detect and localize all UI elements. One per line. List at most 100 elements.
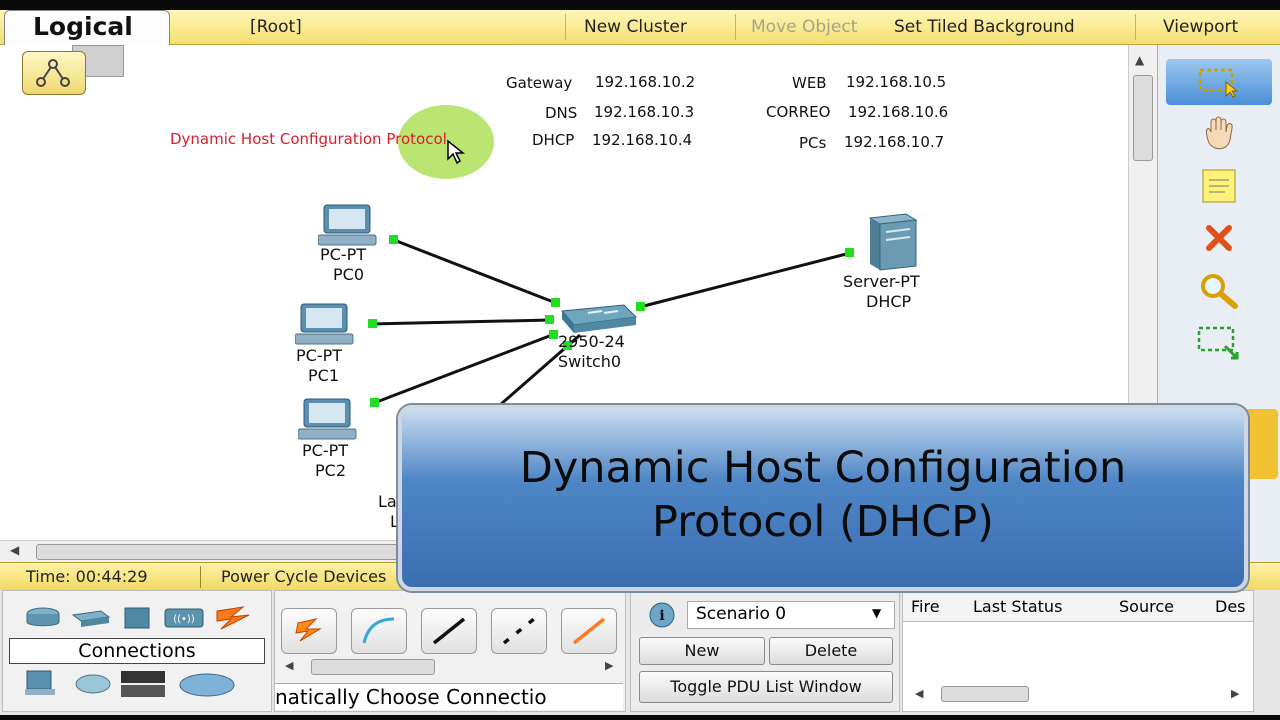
viewport-button[interactable]: Viewport bbox=[1163, 17, 1239, 37]
pdu-scroll-thumb[interactable] bbox=[941, 686, 1029, 702]
delete-scenario-button[interactable]: Delete bbox=[769, 637, 893, 665]
fiber-cable-button[interactable] bbox=[561, 608, 617, 654]
svg-text:i: i bbox=[659, 608, 664, 624]
hand-icon bbox=[1206, 116, 1233, 150]
col-fire[interactable]: Fire bbox=[911, 597, 940, 616]
new-cluster-button[interactable]: New Cluster bbox=[584, 17, 687, 37]
dhcp-label[interactable]: DHCP bbox=[532, 131, 575, 149]
straight-cable-button[interactable] bbox=[421, 608, 477, 654]
banner-line-2: Protocol (DHCP) bbox=[652, 497, 994, 547]
info-icon[interactable]: i bbox=[645, 601, 679, 629]
root-path[interactable]: [Root] bbox=[250, 17, 302, 37]
logical-tab-label: Logical bbox=[33, 12, 133, 41]
move-object-button[interactable]: Move Object bbox=[751, 17, 858, 37]
web-ip[interactable]: 192.168.10.5 bbox=[846, 73, 947, 91]
hub-icon[interactable] bbox=[121, 605, 153, 631]
select-icon bbox=[1198, 68, 1239, 98]
cable-scroll-right-icon[interactable]: ▶ bbox=[605, 659, 614, 672]
pc0-icon[interactable] bbox=[317, 203, 378, 247]
cable-scroll-thumb[interactable] bbox=[311, 659, 435, 675]
network-links bbox=[368, 235, 854, 407]
gateway-label[interactable]: Gateway bbox=[506, 74, 573, 92]
custom-device-icon[interactable] bbox=[119, 667, 167, 701]
svg-text:((•)): ((•)) bbox=[173, 614, 195, 625]
switch0-model: 2950-24 bbox=[558, 332, 625, 351]
correo-ip[interactable]: 192.168.10.6 bbox=[848, 103, 949, 121]
pc1-model: PC-PT bbox=[296, 346, 343, 365]
console-cable-icon bbox=[362, 617, 395, 644]
move-layout-tool[interactable] bbox=[1166, 111, 1272, 157]
wireless-icon[interactable]: ((•)) bbox=[163, 605, 205, 631]
delete-tool[interactable] bbox=[1166, 215, 1272, 261]
pdu-scroll-right-icon[interactable]: ▶ bbox=[1231, 687, 1240, 700]
crossover-cable-button[interactable] bbox=[491, 608, 547, 654]
mouse-pointer-icon bbox=[447, 139, 466, 165]
resize-icon bbox=[1197, 326, 1239, 360]
dns-label[interactable]: DNS bbox=[545, 104, 578, 122]
end-devices-icon[interactable] bbox=[23, 669, 63, 699]
power-cycle-devices-button[interactable]: Power Cycle Devices bbox=[221, 567, 387, 586]
router-icon[interactable] bbox=[23, 605, 63, 631]
pc2-icon[interactable] bbox=[297, 397, 358, 441]
place-note-tool[interactable] bbox=[1166, 163, 1272, 209]
bottom-panels: ((•)) Connections ◀ ▶ natically Choose C… bbox=[0, 590, 1280, 715]
chevron-down-icon: ▼ bbox=[872, 606, 882, 620]
time-display: Time: 00:44:29 bbox=[26, 567, 148, 586]
server-icon[interactable] bbox=[866, 210, 920, 272]
auto-cable-button[interactable] bbox=[281, 608, 337, 654]
wan-cloud-icon[interactable] bbox=[73, 673, 113, 695]
vertical-scroll-thumb[interactable] bbox=[1133, 75, 1153, 161]
pc1-name: PC1 bbox=[308, 366, 339, 385]
pcs-ip[interactable]: 192.168.10.7 bbox=[844, 133, 945, 151]
straight-cable-icon bbox=[432, 617, 466, 645]
scenario-select[interactable]: Scenario 0 ▼ bbox=[687, 601, 895, 629]
col-source[interactable]: Source bbox=[1119, 597, 1174, 616]
cluster-icon[interactable] bbox=[22, 45, 124, 95]
connections-panel: ◀ ▶ natically Choose Connectio bbox=[274, 590, 626, 712]
toggle-pdu-list-button[interactable]: Toggle PDU List Window bbox=[639, 671, 893, 703]
dhcp-red-note[interactable]: Dynamic Host Configuration Protocol bbox=[170, 130, 447, 148]
logical-tab[interactable]: Logical bbox=[4, 10, 170, 45]
scroll-up-icon[interactable]: ▲ bbox=[1135, 53, 1145, 67]
pc2-name: PC2 bbox=[315, 461, 346, 480]
select-tool[interactable] bbox=[1166, 59, 1272, 105]
horizontal-scroll-thumb[interactable] bbox=[36, 544, 408, 560]
server-name: DHCP bbox=[866, 292, 912, 311]
pc0-name: PC0 bbox=[333, 265, 364, 284]
scenario-panel: i Scenario 0 ▼ New Delete Toggle PDU Lis… bbox=[630, 590, 900, 712]
inspect-icon bbox=[1201, 274, 1238, 309]
cable-scroll-left-icon[interactable]: ◀ bbox=[285, 659, 294, 672]
laptop-name: L bbox=[390, 512, 399, 531]
lightning-icon[interactable] bbox=[213, 603, 253, 633]
pcs-label[interactable]: PCs bbox=[799, 134, 827, 152]
laptop-model: La bbox=[378, 492, 397, 511]
col-destination[interactable]: Des bbox=[1215, 597, 1246, 616]
device-type-panel: ((•)) Connections bbox=[2, 590, 272, 712]
pc1-icon[interactable] bbox=[294, 302, 355, 346]
correo-label[interactable]: CORREO bbox=[766, 103, 831, 121]
fiber-cable-icon bbox=[572, 617, 606, 645]
resize-shape-tool[interactable] bbox=[1166, 321, 1272, 367]
web-label[interactable]: WEB bbox=[792, 74, 827, 92]
pdu-list-table: Fire Last Status Source Des ◀ ▶ bbox=[902, 590, 1254, 712]
switch-category-icon[interactable] bbox=[71, 607, 111, 629]
dns-ip[interactable]: 192.168.10.3 bbox=[594, 103, 695, 121]
scroll-left-icon[interactable]: ◀ bbox=[10, 543, 20, 557]
auto-connect-icon bbox=[295, 618, 322, 642]
pc0-model: PC-PT bbox=[320, 245, 367, 264]
new-scenario-button[interactable]: New bbox=[639, 637, 765, 665]
scenario-selected: Scenario 0 bbox=[696, 604, 787, 624]
note-icon bbox=[1202, 169, 1236, 203]
inspect-tool[interactable] bbox=[1166, 267, 1272, 313]
set-tiled-background-button[interactable]: Set Tiled Background bbox=[894, 17, 1075, 37]
title-banner: Dynamic Host Configuration Protocol (DHC… bbox=[398, 405, 1248, 591]
banner-line-1: Dynamic Host Configuration bbox=[519, 443, 1127, 493]
dhcp-ip[interactable]: 192.168.10.4 bbox=[592, 131, 693, 149]
gateway-ip[interactable]: 192.168.10.2 bbox=[595, 73, 696, 91]
col-last-status[interactable]: Last Status bbox=[973, 597, 1063, 616]
pdu-scroll-left-icon[interactable]: ◀ bbox=[915, 687, 924, 700]
switch0-icon[interactable] bbox=[554, 301, 638, 335]
console-cable-button[interactable] bbox=[351, 608, 407, 654]
multiuser-cloud-icon[interactable] bbox=[177, 671, 237, 699]
device-category-label: Connections bbox=[9, 638, 265, 664]
